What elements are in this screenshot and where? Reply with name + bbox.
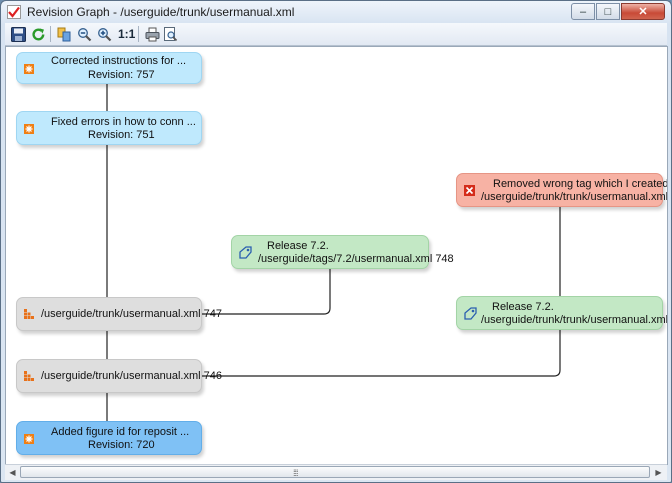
copy-source-icon bbox=[24, 371, 34, 381]
tag-icon bbox=[239, 246, 252, 259]
node-message: Removed wrong tag which I created ... bbox=[493, 178, 668, 190]
printer-icon bbox=[145, 27, 160, 42]
toolbar-separator bbox=[138, 26, 139, 42]
zoom-in-icon bbox=[97, 27, 112, 42]
refresh-button[interactable] bbox=[29, 25, 47, 43]
window-title: Revision Graph - /userguide/trunk/userma… bbox=[27, 5, 294, 19]
added-star-icon bbox=[24, 434, 34, 444]
copy-source-icon bbox=[24, 309, 34, 319]
horizontal-scrollbar[interactable]: ◀ ⁞⁞⁞ ▶ bbox=[5, 464, 667, 480]
node-message: Fixed errors in how to conn ... bbox=[51, 116, 196, 128]
zoom-reset-button[interactable]: 1:1 bbox=[118, 27, 135, 41]
revision-node-757[interactable]: Corrected instructions for ... Revision:… bbox=[16, 52, 202, 84]
node-path: /userguide/trunk/trunk/usermanual.xml 74… bbox=[481, 191, 668, 203]
scroll-right-arrow[interactable]: ▶ bbox=[653, 467, 664, 478]
zoom-out-icon bbox=[77, 27, 92, 42]
copy-source-node-747[interactable]: /userguide/trunk/usermanual.xml 747 bbox=[16, 297, 202, 331]
edge-746-tag747 bbox=[202, 330, 560, 376]
toolbar: 1:1 bbox=[5, 23, 667, 46]
show-branches-button[interactable] bbox=[55, 25, 73, 43]
node-path: /userguide/trunk/trunk/usermanual.xml 74… bbox=[481, 314, 668, 326]
print-preview-button[interactable] bbox=[161, 25, 179, 43]
zoom-out-button[interactable] bbox=[75, 25, 93, 43]
toolbar-separator bbox=[50, 26, 51, 42]
tag-node-747[interactable]: Release 7.2. /userguide/trunk/trunk/user… bbox=[456, 296, 663, 330]
floppy-disk-icon bbox=[11, 27, 26, 42]
close-button[interactable]: ✕ bbox=[621, 3, 665, 20]
maximize-button[interactable]: □ bbox=[596, 3, 620, 20]
scroll-left-arrow[interactable]: ◀ bbox=[7, 467, 18, 478]
node-message: Release 7.2. bbox=[492, 301, 554, 313]
node-revision: Revision: 751 bbox=[88, 129, 155, 141]
title-bar[interactable]: Revision Graph - /userguide/trunk/userma… bbox=[1, 1, 671, 23]
minimize-button[interactable]: – bbox=[571, 3, 595, 20]
node-revision: Revision: 757 bbox=[88, 69, 155, 81]
tortoisesvn-app-icon bbox=[7, 5, 21, 19]
print-button[interactable] bbox=[143, 25, 161, 43]
refresh-icon bbox=[31, 27, 46, 42]
scrollbar-grip: ⁞⁞⁞ bbox=[293, 468, 298, 478]
tag-node-748[interactable]: Release 7.2. /userguide/tags/7.2/userman… bbox=[231, 235, 429, 269]
delete-x-icon bbox=[464, 185, 475, 196]
modified-star-icon bbox=[24, 64, 34, 74]
revision-node-720[interactable]: Added figure id for reposit ... Revision… bbox=[16, 421, 202, 455]
scrollbar-thumb[interactable]: ⁞⁞⁞ bbox=[20, 466, 650, 478]
deleted-node-749[interactable]: Removed wrong tag which I created ... /u… bbox=[456, 173, 663, 207]
node-message: Release 7.2. bbox=[267, 240, 329, 252]
copy-source-node-746[interactable]: /userguide/trunk/usermanual.xml 746 bbox=[16, 359, 202, 393]
revision-node-751[interactable]: Fixed errors in how to conn ... Revision… bbox=[16, 111, 202, 145]
node-message: Added figure id for reposit ... bbox=[51, 426, 189, 438]
node-path: /userguide/trunk/usermanual.xml 746 bbox=[41, 370, 222, 382]
save-button[interactable] bbox=[9, 25, 27, 43]
print-preview-icon bbox=[163, 27, 178, 42]
branch-pages-icon bbox=[57, 27, 72, 42]
node-path: /userguide/tags/7.2/usermanual.xml 748 bbox=[258, 253, 454, 265]
node-message: Corrected instructions for ... bbox=[51, 55, 186, 67]
tag-icon bbox=[464, 307, 477, 320]
revision-graph-canvas[interactable]: Corrected instructions for ... Revision:… bbox=[5, 46, 668, 465]
node-revision: Revision: 720 bbox=[88, 439, 155, 451]
zoom-in-button[interactable] bbox=[95, 25, 113, 43]
modified-star-icon bbox=[24, 124, 34, 134]
node-path: /userguide/trunk/usermanual.xml 747 bbox=[41, 308, 222, 320]
